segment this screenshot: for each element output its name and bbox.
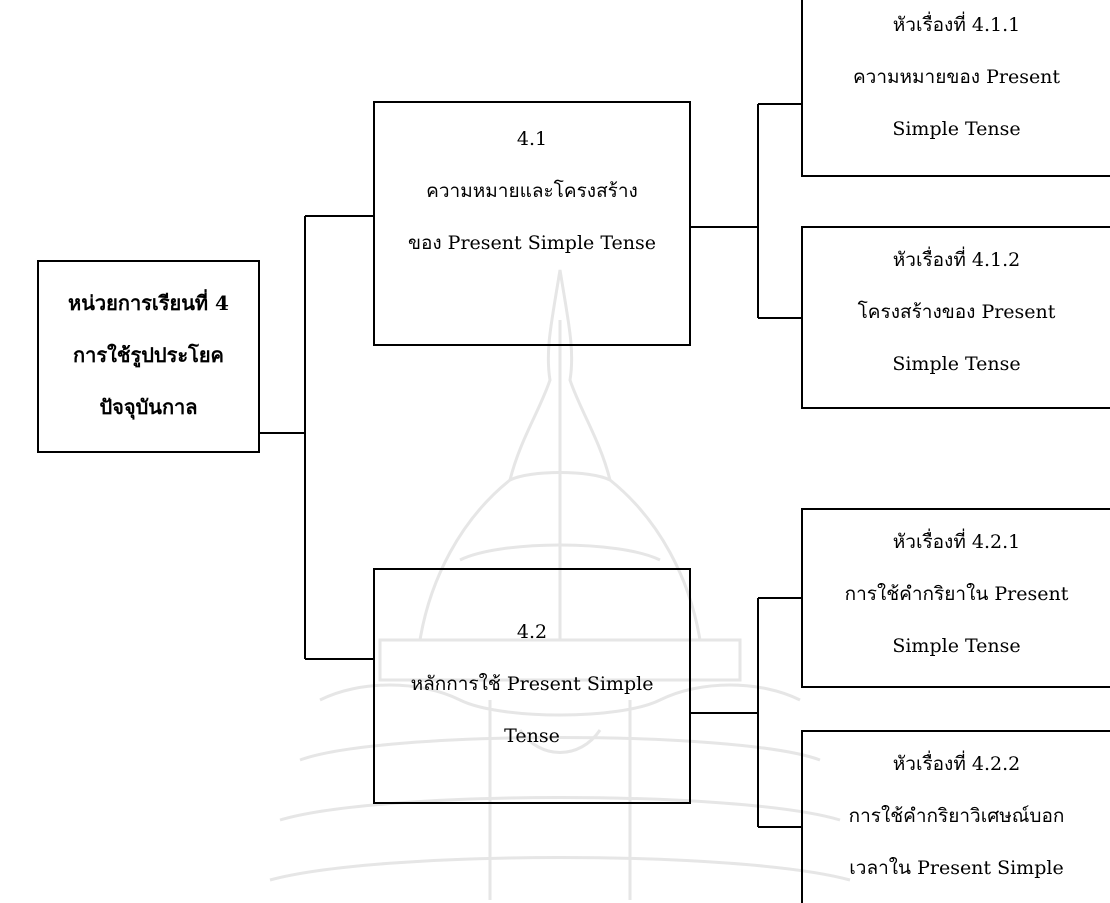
branch-4-2-number: 4.2 bbox=[516, 621, 548, 643]
branch-box-4-2: 4.2 หลักการใช้ Present Simple Tense bbox=[373, 568, 691, 804]
topic-4-1-1-line-2: ความหมายของ Present bbox=[852, 66, 1061, 88]
topic-4-2-1-heading: หัวเรื่องที่ 4.2.1 bbox=[892, 531, 1021, 553]
topic-4-1-1-heading: หัวเรื่องที่ 4.1.1 bbox=[892, 14, 1021, 36]
branch-4-2-title-line-2: Tense bbox=[504, 725, 560, 747]
topic-box-4-1-1: หัวเรื่องที่ 4.1.1 ความหมายของ Present S… bbox=[801, 0, 1110, 177]
topic-4-2-1-line-2: การใช้คำกริยาใน Present bbox=[844, 583, 1069, 605]
topic-box-4-1-2: หัวเรื่องที่ 4.1.2 โครงสร้างของ Present … bbox=[801, 226, 1110, 409]
topic-box-4-2-2: หัวเรื่องที่ 4.2.2 การใช้คำกริยาวิเศษณ์บ… bbox=[801, 730, 1110, 903]
root-unit-box: หน่วยการเรียนที่ 4 การใช้รูปประโยค ปัจจุ… bbox=[37, 260, 260, 453]
root-title-line-2: การใช้รูปประโยค bbox=[73, 342, 224, 367]
topic-4-1-2-line-2: โครงสร้างของ Present bbox=[857, 301, 1056, 323]
root-title-line-3: ปัจจุบันกาล bbox=[99, 394, 198, 419]
topic-4-2-2-heading: หัวเรื่องที่ 4.2.2 bbox=[892, 753, 1021, 775]
topic-4-1-2-line-3: Simple Tense bbox=[892, 353, 1021, 375]
branch-4-1-title-line-1: ความหมายและโครงสร้าง bbox=[426, 180, 638, 202]
branch-4-1-number: 4.1 bbox=[516, 128, 548, 150]
topic-4-2-1-line-3: Simple Tense bbox=[892, 635, 1021, 657]
topic-4-2-2-line-2: การใช้คำกริยาวิเศษณ์บอก bbox=[848, 805, 1065, 827]
topic-4-1-1-line-3: Simple Tense bbox=[892, 118, 1021, 140]
branch-box-4-1: 4.1 ความหมายและโครงสร้าง ของ Present Sim… bbox=[373, 101, 691, 346]
root-title-line-1: หน่วยการเรียนที่ 4 bbox=[68, 290, 229, 315]
branch-4-1-title-line-2: ของ Present Simple Tense bbox=[407, 232, 657, 254]
topic-4-1-2-heading: หัวเรื่องที่ 4.1.2 bbox=[892, 249, 1021, 271]
branch-4-2-title-line-1: หลักการใช้ Present Simple bbox=[410, 673, 654, 695]
topic-4-2-2-line-3: เวลาใน Present Simple bbox=[849, 857, 1064, 879]
topic-box-4-2-1: หัวเรื่องที่ 4.2.1 การใช้คำกริยาใน Prese… bbox=[801, 508, 1110, 688]
